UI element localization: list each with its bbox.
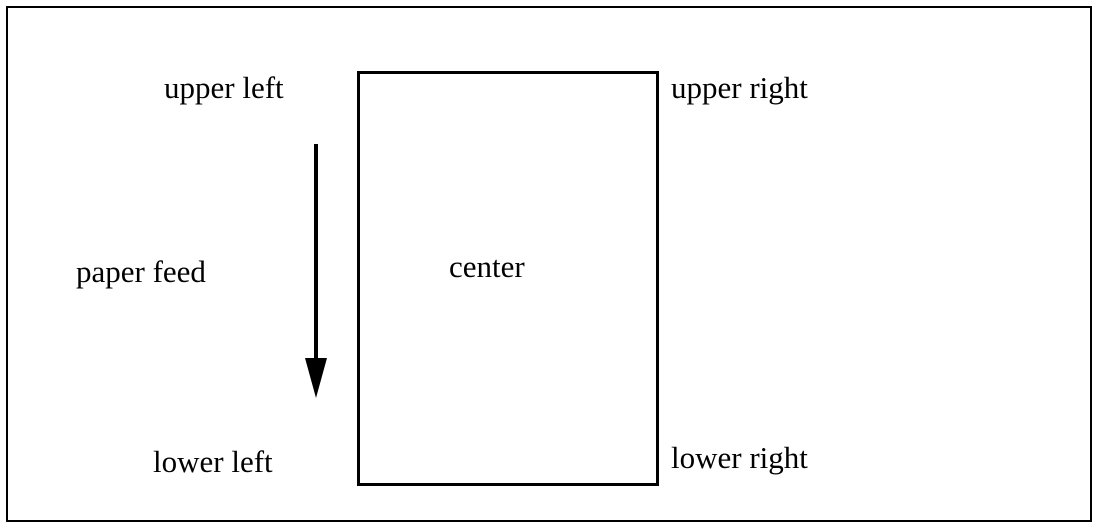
label-lower-left: lower left: [153, 444, 273, 479]
label-lower-right: lower right: [671, 440, 808, 475]
paper-sheet: [357, 71, 659, 486]
paper-feed-arrow: [305, 144, 327, 398]
label-center: center: [449, 249, 525, 284]
label-paper-feed: paper feed: [76, 254, 206, 289]
arrow-head: [305, 358, 327, 398]
label-upper-right: upper right: [671, 70, 808, 105]
label-upper-left: upper left: [164, 70, 284, 105]
